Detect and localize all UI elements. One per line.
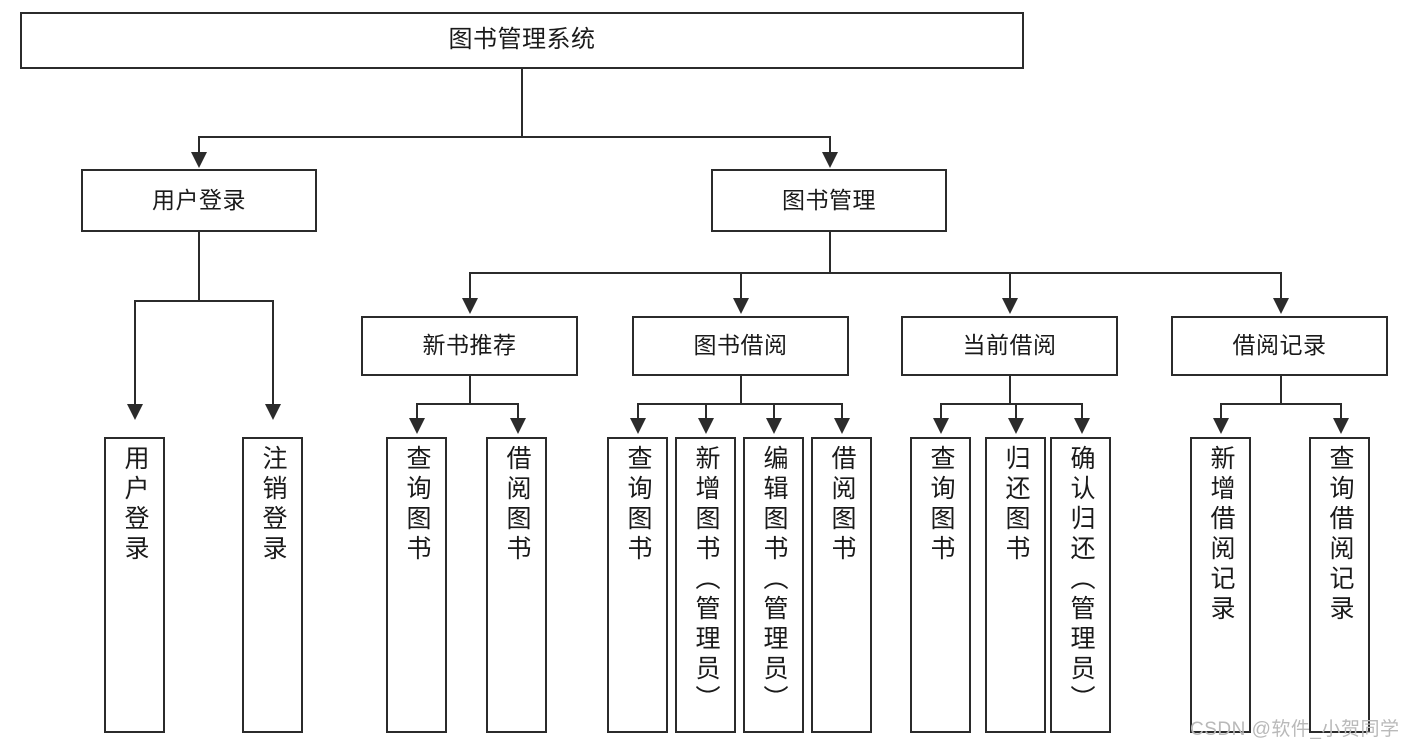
node-leaf-query-book-rec-label: 查询图书	[403, 445, 431, 565]
node-leaf-confirm-return-label: 确认归还（管理员）	[1067, 445, 1095, 715]
connector-cb-drop-3	[1081, 403, 1083, 418]
connector-nbr-drop-1	[416, 403, 418, 418]
connector-bb-bus	[637, 403, 841, 405]
connector-root-to-book-manage	[829, 136, 831, 154]
connector-bb-drop-1	[637, 403, 639, 418]
connector-root-bus	[198, 136, 829, 138]
arrow-nbr-leaf-1	[409, 418, 425, 434]
connector-cb-drop-2	[1015, 403, 1017, 418]
node-leaf-query-book-borrow-label: 查询图书	[624, 445, 652, 565]
arrow-br-leaf-2	[1333, 418, 1349, 434]
node-current-borrow[interactable]: 当前借阅	[901, 316, 1118, 376]
connector-user-login-bus	[134, 300, 272, 302]
node-root[interactable]: 图书管理系统	[20, 12, 1024, 69]
connector-user-login-drop-2	[272, 300, 274, 404]
connector-user-login-drop-1	[134, 300, 136, 404]
connector-root-to-user-login	[198, 136, 200, 154]
arrow-bm-to-new-book-rec	[462, 298, 478, 314]
node-user-login[interactable]: 用户登录	[81, 169, 317, 232]
node-leaf-add-borrow-record[interactable]: 新增借阅记录	[1190, 437, 1251, 733]
connector-bm-drop-3	[1009, 272, 1011, 298]
connector-bm-drop-2	[740, 272, 742, 298]
connector-nbr-stem	[469, 376, 471, 403]
arrow-user-login-leaf-1	[127, 404, 143, 420]
node-leaf-query-book-rec[interactable]: 查询图书	[386, 437, 447, 733]
arrow-cb-leaf-2	[1008, 418, 1024, 434]
node-book-manage[interactable]: 图书管理	[711, 169, 947, 232]
connector-user-login-stem	[198, 232, 200, 300]
connector-book-manage-stem	[829, 232, 831, 272]
watermark-text: CSDN @软件_小贺同学	[1190, 719, 1400, 740]
arrow-bm-to-borrow-record	[1273, 298, 1289, 314]
connector-root-stem	[521, 69, 523, 136]
node-user-login-label: 用户登录	[152, 186, 246, 213]
node-leaf-user-login-label: 用户登录	[121, 445, 149, 565]
connector-nbr-bus	[416, 403, 517, 405]
node-leaf-query-borrow-record-label: 查询借阅记录	[1326, 445, 1354, 625]
node-leaf-user-logout-label: 注销登录	[259, 445, 287, 565]
node-borrow-record-label: 借阅记录	[1232, 332, 1327, 359]
node-new-book-rec-label: 新书推荐	[422, 332, 517, 359]
arrow-bm-to-book-borrow	[733, 298, 749, 314]
arrow-bb-leaf-2	[698, 418, 714, 434]
node-leaf-user-logout[interactable]: 注销登录	[242, 437, 303, 733]
connector-cb-stem	[1009, 376, 1011, 403]
connector-br-drop-1	[1220, 403, 1222, 418]
arrow-bb-leaf-4	[834, 418, 850, 434]
arrow-cb-leaf-1	[933, 418, 949, 434]
connector-bm-drop-1	[469, 272, 471, 298]
arrow-bm-to-current-borrow	[1002, 298, 1018, 314]
node-borrow-record[interactable]: 借阅记录	[1171, 316, 1388, 376]
node-leaf-edit-book-label: 编辑图书（管理员）	[760, 445, 788, 715]
node-book-borrow[interactable]: 图书借阅	[632, 316, 849, 376]
arrow-cb-leaf-3	[1074, 418, 1090, 434]
node-leaf-return-book[interactable]: 归还图书	[985, 437, 1046, 733]
node-leaf-add-borrow-record-label: 新增借阅记录	[1207, 445, 1235, 625]
node-leaf-return-book-label: 归还图书	[1002, 445, 1030, 565]
node-leaf-query-book-current-label: 查询图书	[927, 445, 955, 565]
connector-bm-drop-4	[1280, 272, 1282, 298]
node-leaf-borrow-book-rec-label: 借阅图书	[503, 445, 531, 565]
node-book-borrow-label: 图书借阅	[693, 332, 788, 359]
arrow-root-to-user-login	[191, 152, 207, 168]
connector-br-bus	[1220, 403, 1340, 405]
node-leaf-edit-book[interactable]: 编辑图书（管理员）	[743, 437, 804, 733]
node-leaf-user-login[interactable]: 用户登录	[104, 437, 165, 733]
node-leaf-borrow-book-rec[interactable]: 借阅图书	[486, 437, 547, 733]
node-leaf-query-book-borrow[interactable]: 查询图书	[607, 437, 668, 733]
connector-cb-drop-1	[940, 403, 942, 418]
arrow-user-login-leaf-2	[265, 404, 281, 420]
node-new-book-rec[interactable]: 新书推荐	[361, 316, 578, 376]
connector-br-stem	[1280, 376, 1282, 403]
arrow-br-leaf-1	[1213, 418, 1229, 434]
node-leaf-add-book[interactable]: 新增图书（管理员）	[675, 437, 736, 733]
connector-book-manage-bus	[469, 272, 1280, 274]
node-leaf-borrow-book-label: 借阅图书	[828, 445, 856, 565]
node-leaf-borrow-book[interactable]: 借阅图书	[811, 437, 872, 733]
connector-br-drop-2	[1340, 403, 1342, 418]
node-root-label: 图书管理系统	[448, 26, 596, 54]
arrow-bb-leaf-3	[766, 418, 782, 434]
connector-bb-stem	[740, 376, 742, 403]
node-book-manage-label: 图书管理	[782, 186, 876, 213]
node-leaf-query-borrow-record[interactable]: 查询借阅记录	[1309, 437, 1370, 733]
node-leaf-query-book-current[interactable]: 查询图书	[910, 437, 971, 733]
connector-bb-drop-3	[773, 403, 775, 418]
node-current-borrow-label: 当前借阅	[962, 332, 1057, 359]
node-leaf-confirm-return[interactable]: 确认归还（管理员）	[1050, 437, 1111, 733]
connector-bb-drop-4	[841, 403, 843, 418]
connector-cb-bus	[940, 403, 1081, 405]
node-leaf-add-book-label: 新增图书（管理员）	[692, 445, 720, 715]
connector-bb-drop-2	[705, 403, 707, 418]
arrow-root-to-book-manage	[822, 152, 838, 168]
arrow-nbr-leaf-2	[510, 418, 526, 434]
connector-nbr-drop-2	[517, 403, 519, 418]
arrow-bb-leaf-1	[630, 418, 646, 434]
